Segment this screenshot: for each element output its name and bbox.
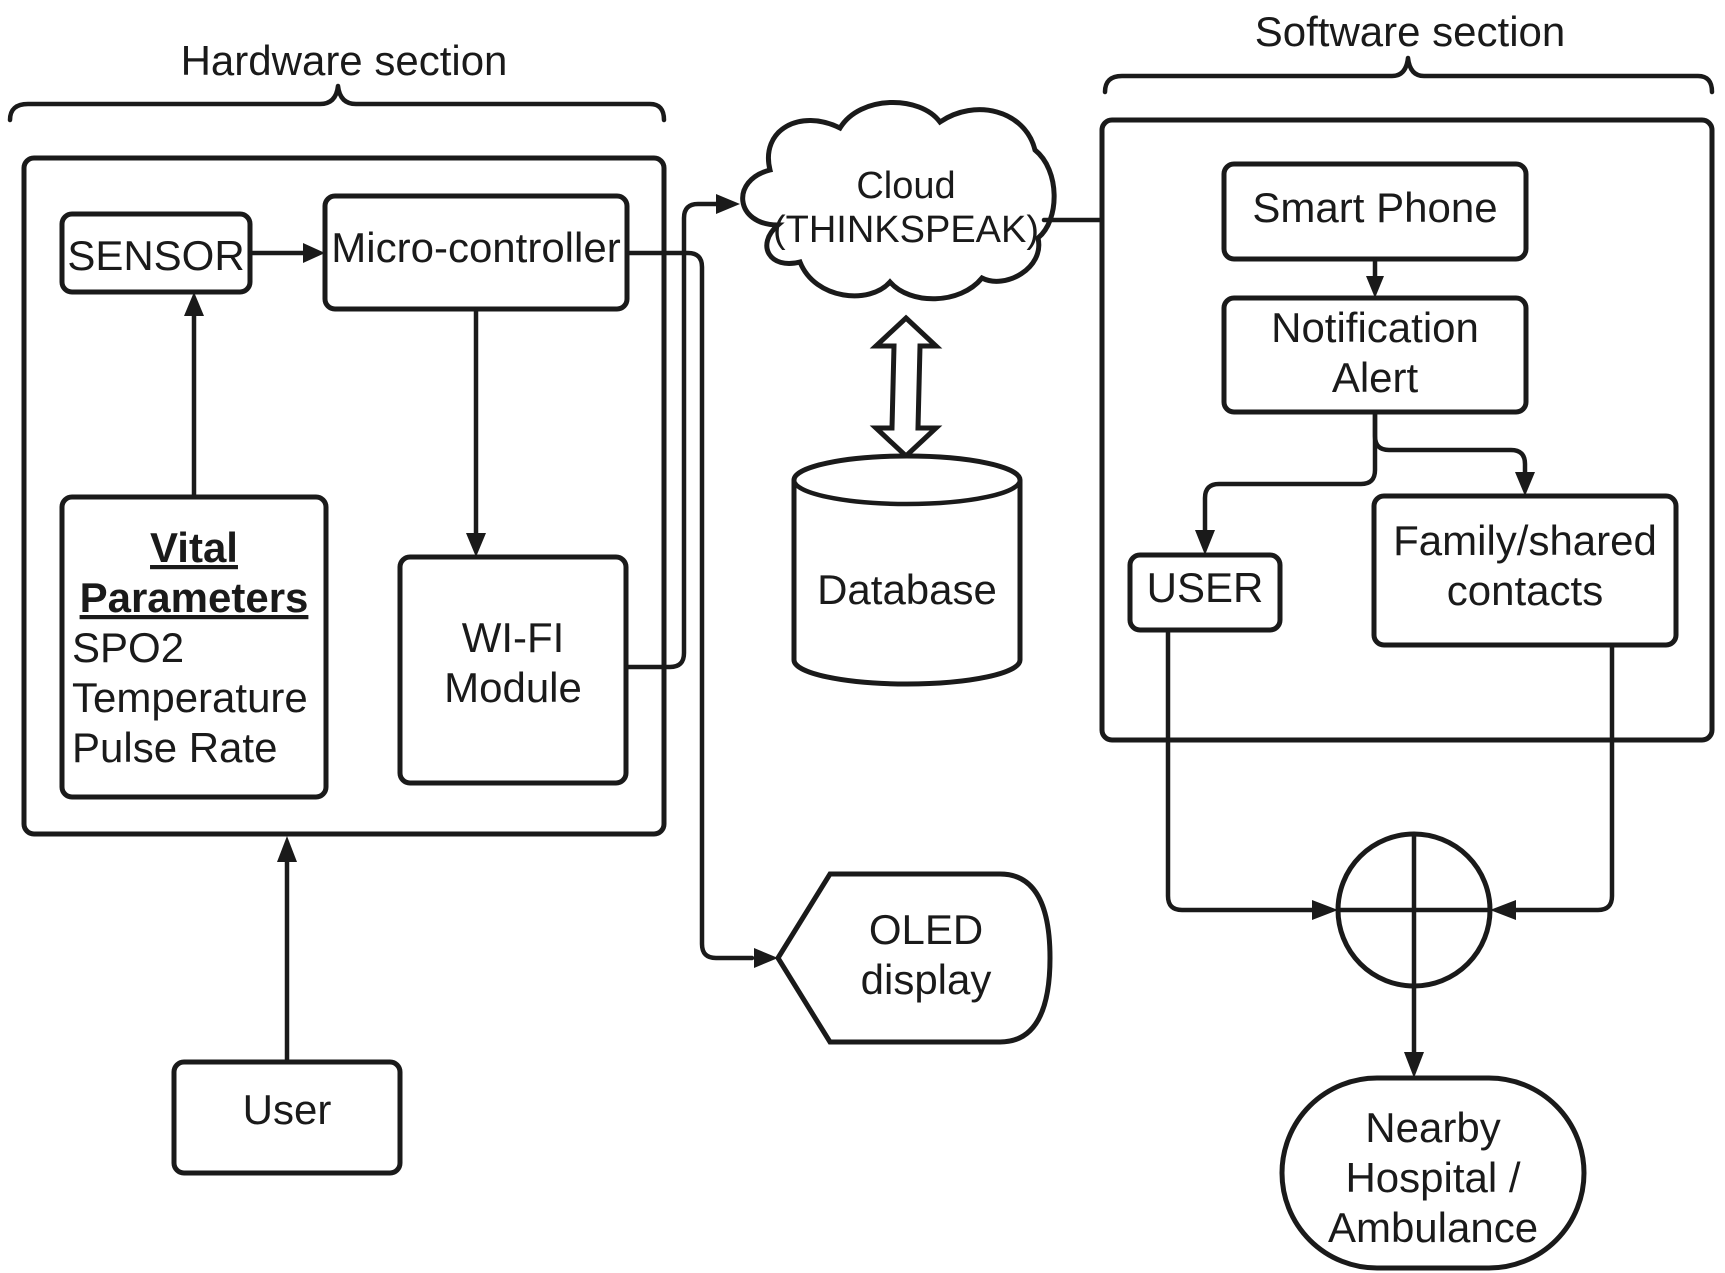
wifi-module-label-line2: Module [444, 664, 582, 711]
arrowhead [1312, 900, 1338, 920]
vital-parameters-title-line2: Parameters [80, 574, 309, 621]
arrow-user-to-junction [1165, 627, 1315, 913]
family-label-line2: contacts [1447, 567, 1603, 614]
vital-item-temperature: Temperature [72, 674, 308, 721]
arrowhead [1490, 900, 1516, 920]
database-cylinder-top-rim [791, 477, 1023, 507]
wifi-module-box [397, 554, 629, 786]
arrow-notification-to-user [1202, 409, 1378, 533]
arrow-microcontroller-to-oled [624, 250, 755, 961]
database-cylinder [791, 453, 1023, 687]
hospital-label-line1: Nearby [1365, 1104, 1500, 1151]
arrowhead [1404, 1052, 1424, 1078]
hardware-section-brace [7, 83, 667, 123]
database-label: Database [817, 566, 997, 613]
hardware-section-title: Hardware section [181, 37, 508, 84]
arrowhead [1195, 530, 1215, 555]
oled-label-line1: OLED [869, 906, 983, 953]
wifi-module-label-line1: WI-FI [462, 614, 565, 661]
notification-label-line2: Alert [1332, 354, 1419, 401]
arrow-family-to-junction [1513, 642, 1615, 913]
oled-display-shape [775, 871, 1053, 1045]
double-arrow-cloud-database [869, 314, 943, 460]
software-user-label: USER [1147, 564, 1264, 611]
user-box-label: User [243, 1086, 332, 1133]
notification-label-line1: Notification [1271, 304, 1479, 351]
arrowhead [754, 948, 778, 968]
vital-parameters-title-line1: Vital [150, 524, 238, 571]
arrowhead [716, 194, 740, 214]
family-label-line1: Family/shared [1393, 517, 1657, 564]
software-section-brace [1102, 55, 1715, 95]
hospital-label-line2: Hospital / [1345, 1154, 1520, 1201]
software-section-title: Software section [1255, 8, 1566, 55]
arrowhead [277, 836, 297, 862]
sensor-label: SENSOR [67, 232, 244, 279]
microcontroller-label: Micro-controller [331, 224, 620, 271]
hospital-ambulance-box [1279, 1075, 1587, 1271]
arrowhead [1366, 276, 1384, 298]
arrowhead [466, 533, 486, 557]
arrow-wifi-to-cloud [623, 201, 719, 670]
vital-item-pulse-rate: Pulse Rate [72, 724, 277, 771]
vital-item-spo2: SPO2 [72, 624, 184, 671]
smartphone-label: Smart Phone [1252, 184, 1497, 231]
cloud-label-line1: Cloud [856, 165, 955, 207]
arrow-notification-to-family [1372, 409, 1528, 475]
arrowhead [184, 292, 204, 316]
cloud-shape [740, 100, 1057, 302]
oled-label-line2: display [861, 956, 992, 1003]
arrowhead [303, 243, 325, 263]
cloud-label-line2: (THINKSPEAK) [773, 209, 1039, 251]
arrowhead [1515, 472, 1535, 496]
hospital-label-line3: Ambulance [1328, 1204, 1538, 1251]
